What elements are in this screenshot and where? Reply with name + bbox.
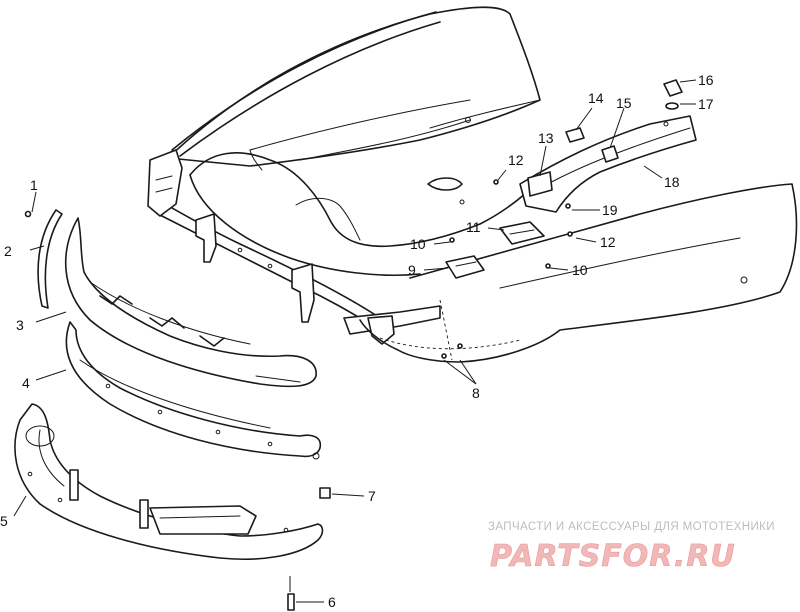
upper-rail xyxy=(519,79,697,213)
callout-labels: 1 2 3 4 5 6 7 8 9 10 10 11 12 12 13 14 1… xyxy=(0,72,714,610)
callout-10b: 10 xyxy=(572,262,588,278)
fasteners xyxy=(24,179,573,611)
callout-14: 14 xyxy=(588,90,604,106)
callout-1: 1 xyxy=(30,177,38,193)
callout-5: 5 xyxy=(0,513,8,529)
callout-10a: 10 xyxy=(410,236,426,252)
part-2-trim-strip xyxy=(37,209,63,309)
callout-8: 8 xyxy=(472,385,480,401)
callout-7: 7 xyxy=(368,488,376,504)
callout-19: 19 xyxy=(602,202,618,218)
callout-3: 3 xyxy=(16,317,24,333)
callout-12b: 12 xyxy=(600,234,616,250)
callout-6: 6 xyxy=(328,594,336,610)
callout-15: 15 xyxy=(616,95,632,111)
callout-12a: 12 xyxy=(508,152,524,168)
callout-9: 9 xyxy=(408,262,416,278)
center-tray xyxy=(189,152,541,276)
watermark: ЗАПЧАСТИ И АКСЕССУАРЫ ДЛЯ МОТОТЕХНИКИ PA… xyxy=(488,521,775,574)
leader-lines xyxy=(13,79,697,603)
callout-17: 17 xyxy=(698,96,714,112)
watermark-logo: PARTSFOR.RU xyxy=(490,539,736,574)
callout-11: 11 xyxy=(466,219,481,235)
side-body-panel xyxy=(359,183,798,363)
callout-2: 2 xyxy=(4,243,12,259)
callout-13: 13 xyxy=(538,130,554,146)
watermark-tagline: ЗАПЧАСТИ И АКСЕССУАРЫ ДЛЯ МОТОТЕХНИКИ xyxy=(488,521,775,533)
callout-16: 16 xyxy=(698,72,714,88)
frame-spar xyxy=(147,149,441,345)
part-3-bumper-upper xyxy=(64,217,317,388)
small-brackets xyxy=(445,221,545,279)
part-5-lower-bumper xyxy=(14,403,324,560)
callout-4: 4 xyxy=(22,375,30,391)
callout-18: 18 xyxy=(664,174,680,190)
part-4-cross-bar xyxy=(65,321,322,460)
hood-panel xyxy=(167,6,541,171)
